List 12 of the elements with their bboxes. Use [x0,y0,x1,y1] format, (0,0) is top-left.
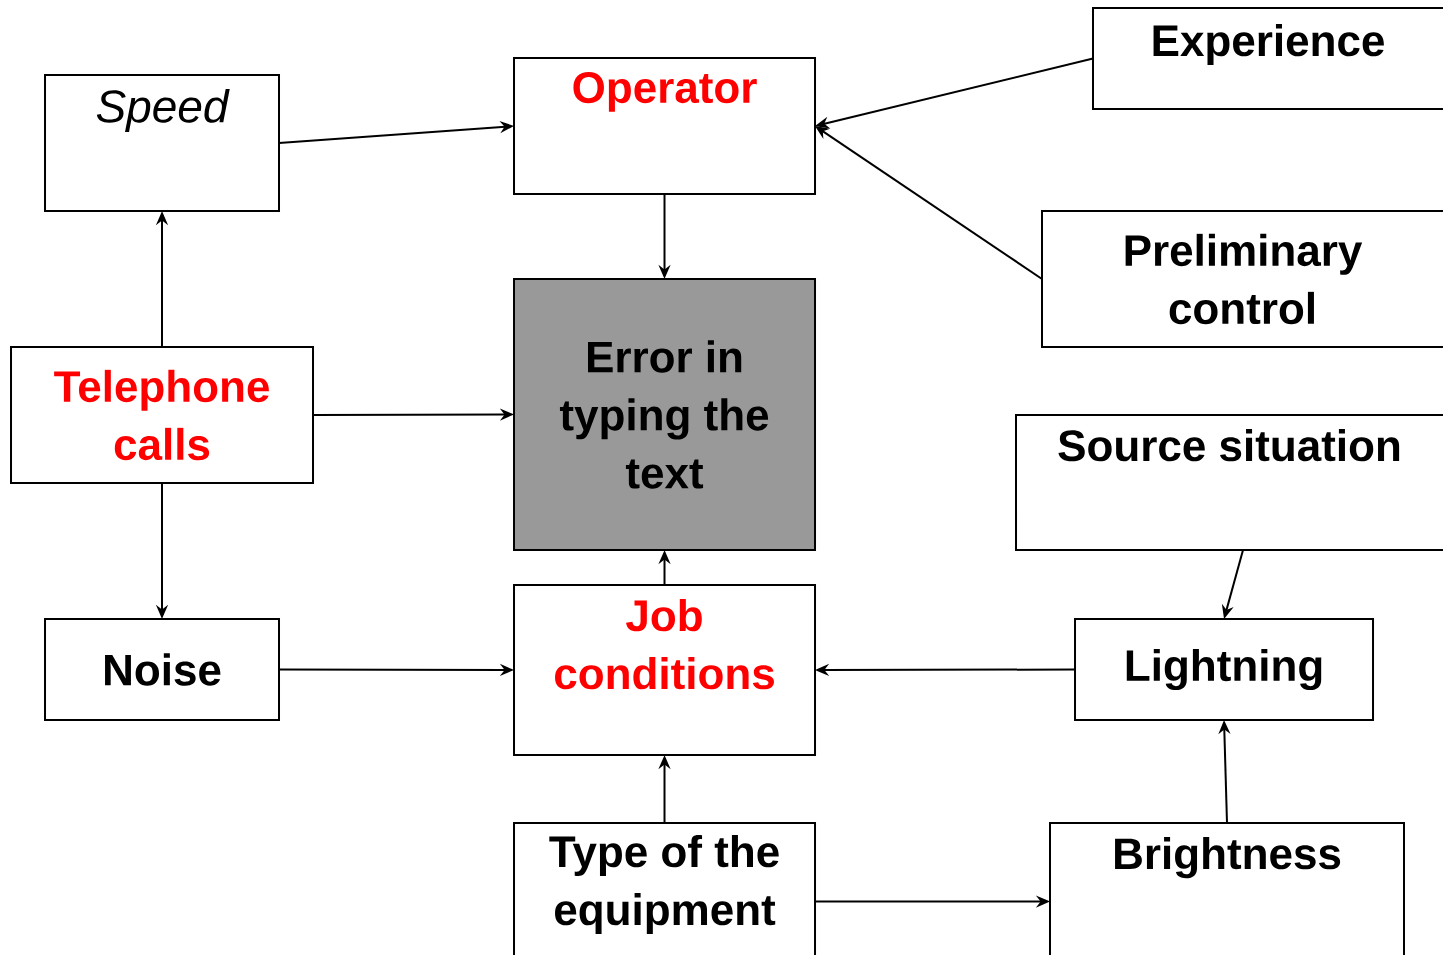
factor-box: Preliminary control [1041,210,1443,348]
factor-box: Experience [1092,7,1443,110]
error-box: Error in typing the text [513,278,816,551]
factor-box: Operator [513,57,816,195]
factor-box: Type of the equipment [513,822,816,955]
factor-box: Lightning [1074,618,1374,721]
factor-box: Speed [44,74,280,212]
factor-box: Source situation [1015,414,1443,551]
factor-box: Telephone calls [10,346,314,484]
factor-box: Noise [44,618,280,721]
factor-box: Job conditions [513,584,816,756]
factor-box: Brightness [1049,822,1405,955]
